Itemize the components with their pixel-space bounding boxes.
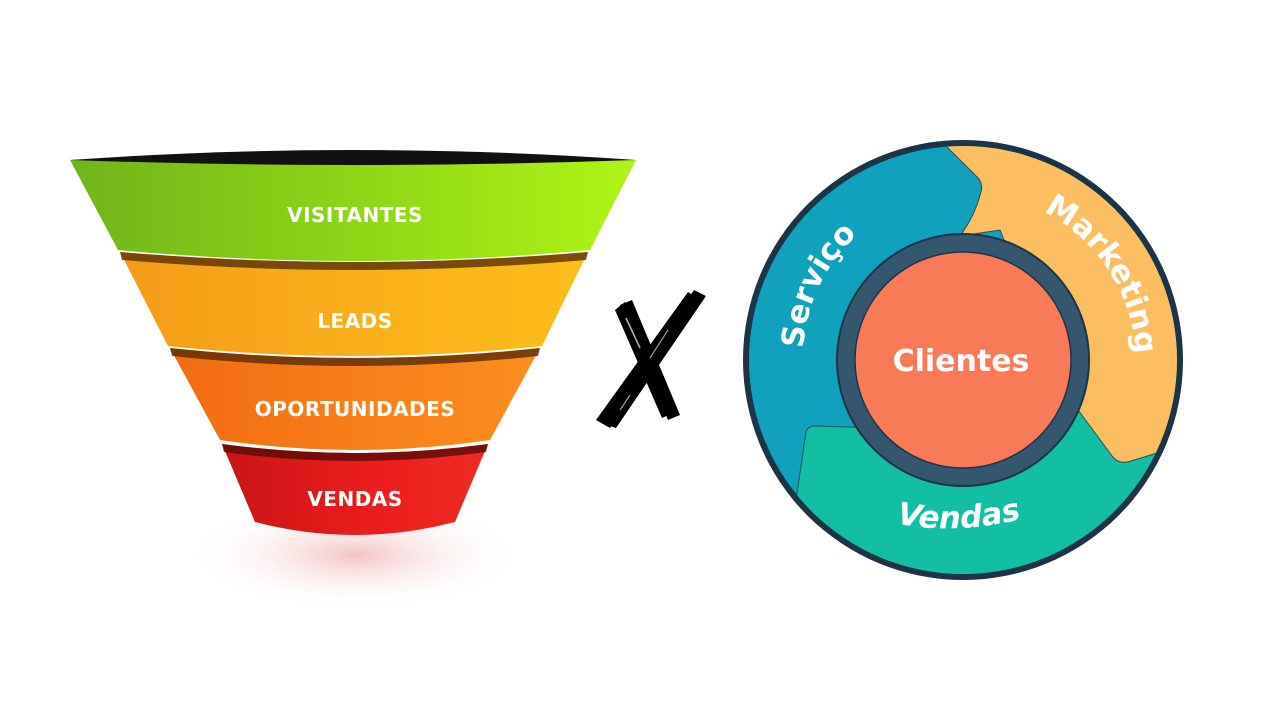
x-mark-icon [596,290,706,428]
funnel-label-visitantes: VISITANTES [287,203,423,227]
funnel-label-leads: LEADS [317,309,392,333]
funnel-label-vendas: VENDAS [307,487,402,511]
funnel-stage-leads: LEADS [120,252,588,356]
flywheel-center-label: Clientes [893,344,1030,379]
funnel-stage-oportunidades: OPORTUNIDADES [170,348,540,450]
funnel-stage-vendas: VENDAS [222,444,488,535]
sales-funnel: VENDAS OPORTUNIDADES LEADS VISITANTES [70,150,636,610]
flywheel-center [854,251,1072,469]
flywheel: Clientes Serviço Marketing Vendas [743,140,1183,580]
funnel-stage-visitantes: VISITANTES [70,150,636,261]
funnel-shadow [185,500,525,610]
funnel-label-oportunidades: OPORTUNIDADES [255,397,455,421]
